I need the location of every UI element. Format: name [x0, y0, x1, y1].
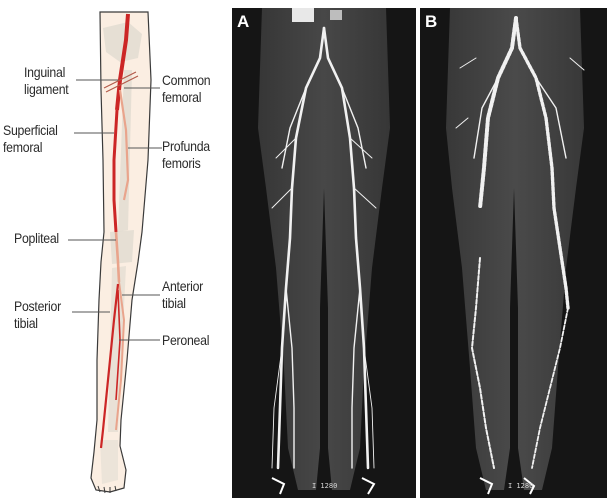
panel-b-scale-text: I 1280	[508, 482, 533, 490]
angiogram-b-image	[420, 8, 607, 498]
body-silhouette-a	[258, 8, 390, 490]
angiogram-panel-b: B I 1280	[420, 8, 607, 498]
leg-artery-illustration: Inguinal ligament Common femoral Superfi…	[0, 0, 232, 500]
angiogram-a-image	[232, 8, 416, 498]
panel-b-label: B	[425, 12, 437, 32]
label-superficial-femoral: Superficial femoral	[3, 122, 58, 156]
pelvic-artifact-a	[292, 8, 314, 22]
label-common-femoral: Common femoral	[162, 72, 210, 106]
foot-bones	[100, 440, 118, 484]
angiogram-panel-a: A I 1280	[232, 8, 416, 498]
panel-a-scale-text: I 1280	[312, 482, 337, 490]
body-silhouette-b	[446, 8, 584, 490]
label-posterior-tibial: Posterior tibial	[14, 298, 61, 332]
label-peroneal: Peroneal	[162, 332, 209, 349]
label-inguinal-ligament: Inguinal ligament	[24, 64, 68, 98]
label-popliteal: Popliteal	[14, 230, 59, 247]
label-profunda-femoris: Profunda femoris	[162, 138, 210, 172]
knee-bone	[110, 230, 134, 264]
label-anterior-tibial: Anterior tibial	[162, 278, 203, 312]
panel-a-label: A	[237, 12, 249, 32]
